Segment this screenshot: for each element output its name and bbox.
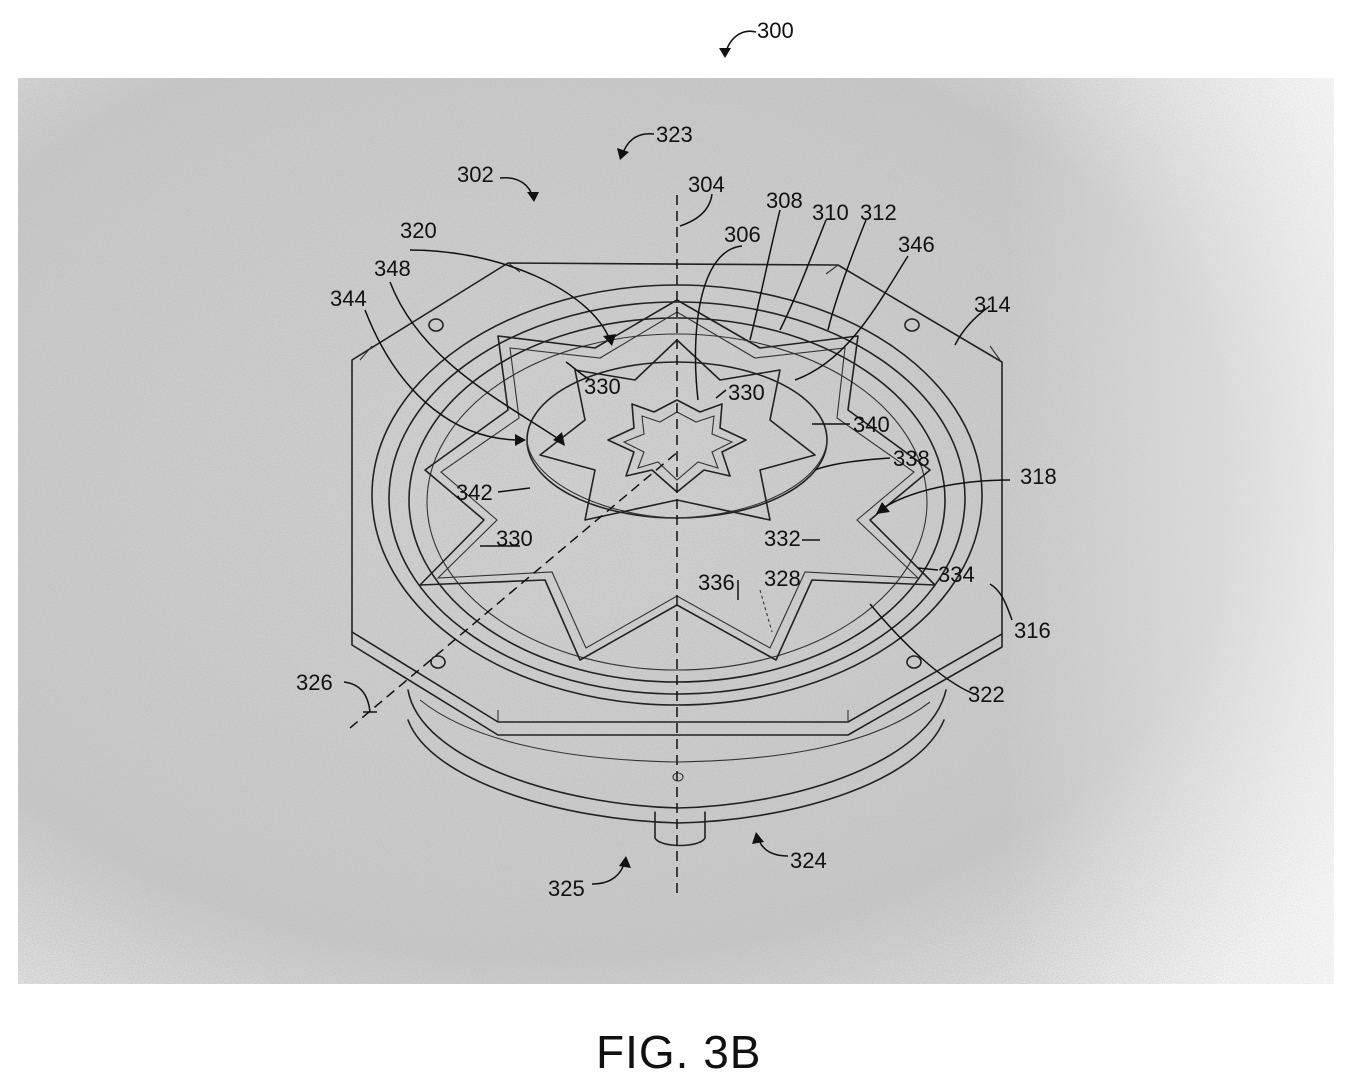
label-334: 334 [938,562,975,587]
label-325: 325 [548,876,585,901]
label-344: 344 [330,286,367,311]
label-302: 302 [457,162,494,187]
axis-326 [349,449,681,729]
stipple-background [18,78,1334,984]
label-326: 326 [296,670,333,695]
label-308: 308 [766,188,803,213]
label-300: 300 [757,18,794,43]
label-316: 316 [1014,618,1051,643]
label-336: 336 [698,570,735,595]
label-330-upper-right: 330 [728,380,765,405]
label-330-upper-left: 330 [584,374,621,399]
label-320: 320 [400,218,437,243]
label-318: 318 [1020,464,1057,489]
figure-caption: FIG. 3B [596,1026,761,1078]
label-314: 314 [974,292,1011,317]
label-304: 304 [688,172,725,197]
label-338: 338 [893,446,930,471]
label-323: 323 [656,122,693,147]
label-348: 348 [374,256,411,281]
label-306: 306 [724,222,761,247]
label-340: 340 [853,412,890,437]
reference-labels: 300 302 323 304 306 308 310 312 346 320 … [296,18,1057,901]
label-322: 322 [968,682,1005,707]
label-342: 342 [456,480,493,505]
label-324: 324 [790,848,827,873]
leader-lines [343,30,1013,885]
label-332: 332 [764,526,801,551]
label-328: 328 [764,566,801,591]
label-330-lower-left: 330 [496,526,533,551]
label-312: 312 [860,200,897,225]
label-346: 346 [898,232,935,257]
label-310: 310 [812,200,849,225]
